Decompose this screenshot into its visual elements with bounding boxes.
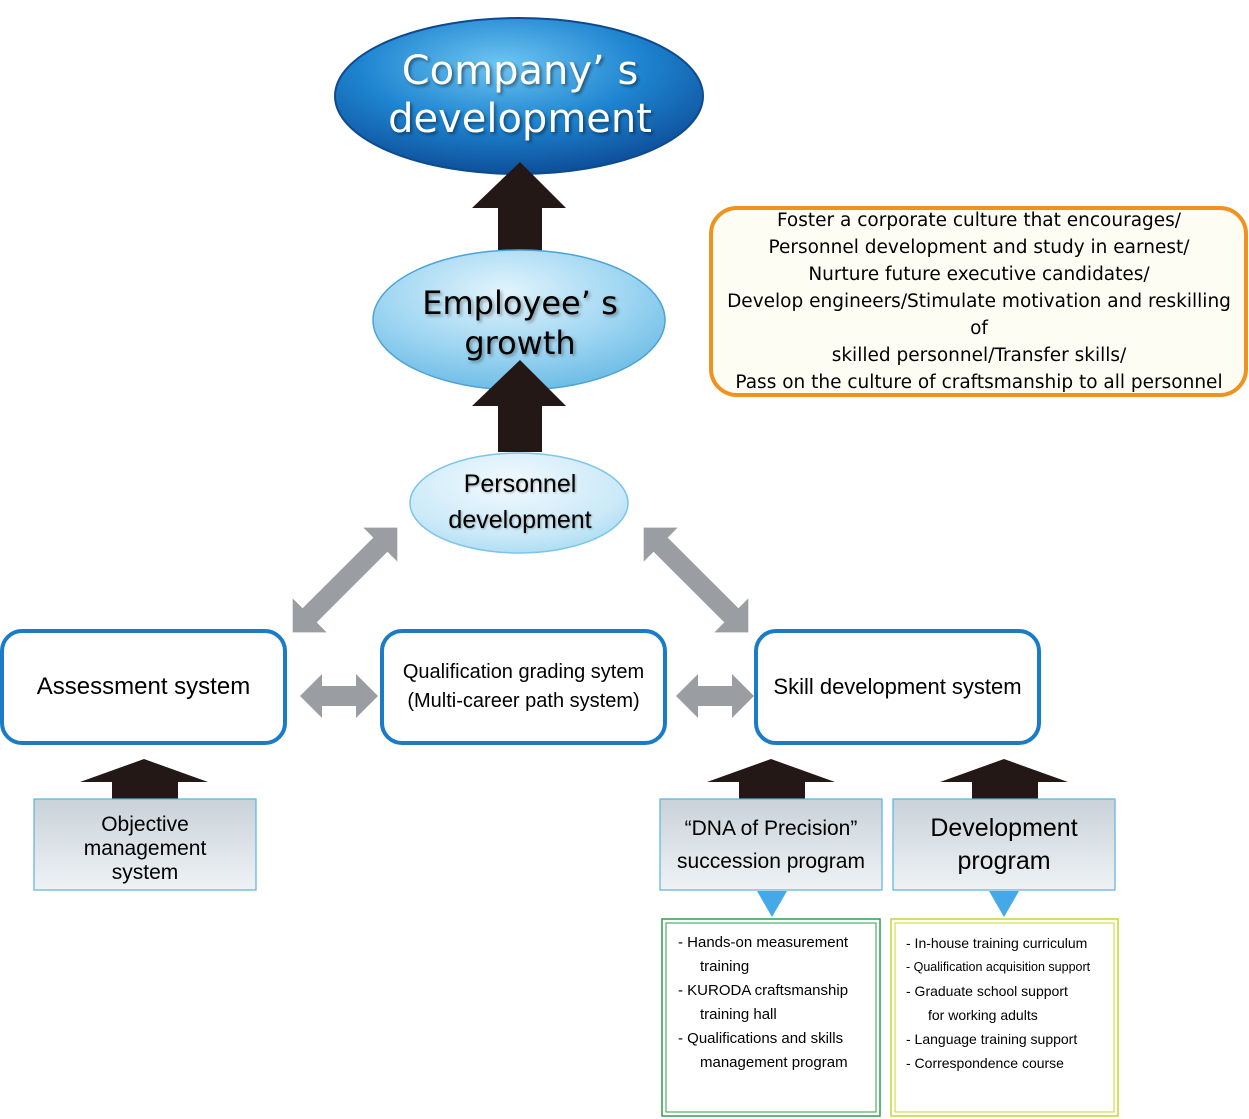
development-line-2: program [957, 847, 1051, 875]
down-triangle-dna [757, 891, 787, 917]
dna-list-box-outer [661, 918, 881, 1117]
dna-line-2: succession program [677, 850, 865, 873]
qualification-system-box [380, 629, 667, 745]
objective-management-box [33, 798, 257, 891]
assessment-system-label: Assessment system [36, 673, 251, 700]
objective-line-3: system [111, 861, 179, 884]
qualification-line-2: (Multi-career path system) [407, 690, 640, 712]
up-arrow-employee-to-company [472, 162, 566, 253]
callout-text: Foster a corporate culture that encourag… [718, 210, 1240, 393]
dna-list-box-inner [665, 922, 877, 1113]
up-arrow-dna [707, 759, 835, 805]
employee-growth-label: Employee’ s growth [385, 275, 655, 370]
dna-program-label: “DNA of Precision” succession program [660, 805, 882, 885]
up-arrow-personnel-to-employee [472, 360, 566, 452]
up-arrow-development [940, 759, 1068, 805]
callout-line: Pass on the culture of craftsmanship to … [735, 371, 1223, 393]
objective-line-2: management [83, 837, 207, 860]
employee-line-2: growth [464, 323, 576, 362]
double-arrow-qualification-skill [676, 674, 754, 718]
list-item: - In-house training curriculum [906, 935, 1088, 951]
employee-line-1: Employee’ s [422, 283, 618, 322]
development-program-label: Development program [893, 805, 1115, 885]
callout-box [709, 206, 1248, 397]
company-line-2: development [388, 96, 652, 142]
dev-list-box-outer [890, 918, 1119, 1117]
callout-line: Develop engineers/Stimulate motivation a… [727, 290, 1231, 339]
list-item: - Qualification acquisition support [906, 960, 1091, 974]
objective-line-1: Objective [101, 813, 189, 836]
list-item: - Correspondence course [906, 1055, 1064, 1071]
skill-system-box [754, 629, 1041, 745]
company-line-1: Company’ s [401, 48, 639, 94]
development-line-1: Development [930, 814, 1078, 842]
dna-line-1: “DNA of Precision” [684, 817, 858, 840]
callout-line: Foster a corporate culture that encourag… [776, 209, 1182, 231]
skill-system-label: Skill development system [773, 674, 1022, 699]
personnel-line-1: Personnel [463, 470, 577, 498]
callout-line: Nurture future executive candidates/ [808, 263, 1150, 285]
double-arrow-assessment-qualification [300, 674, 378, 718]
qualification-system-label: Qualification grading sytem (Multi-caree… [386, 635, 661, 739]
callout-line: Personnel development and study in earne… [768, 236, 1190, 258]
personnel-development-label: Personnel development [420, 462, 620, 542]
up-arrow-objective [80, 759, 208, 805]
personnel-line-2: development [448, 506, 592, 534]
personnel-development-ellipse [409, 452, 629, 554]
callout-line: skilled personnel/Transfer skills/ [831, 344, 1127, 366]
list-item: - Language training support [906, 1031, 1078, 1047]
company-development-label: Company’ s development [350, 35, 690, 155]
qualification-line-1: Qualification grading sytem [402, 661, 645, 683]
assessment-system-box [0, 629, 287, 745]
development-program-box [892, 798, 1116, 891]
down-triangle-development [989, 891, 1019, 917]
objective-management-label: Objective management system [34, 810, 256, 888]
dna-program-box [659, 798, 883, 891]
double-arrow-assessment-personnel [292, 527, 398, 633]
dev-items-list: - In-house training curriculum - Qualifi… [904, 931, 1116, 1075]
dev-list-box-inner [894, 922, 1115, 1113]
double-arrow-personnel-skill [643, 527, 749, 633]
